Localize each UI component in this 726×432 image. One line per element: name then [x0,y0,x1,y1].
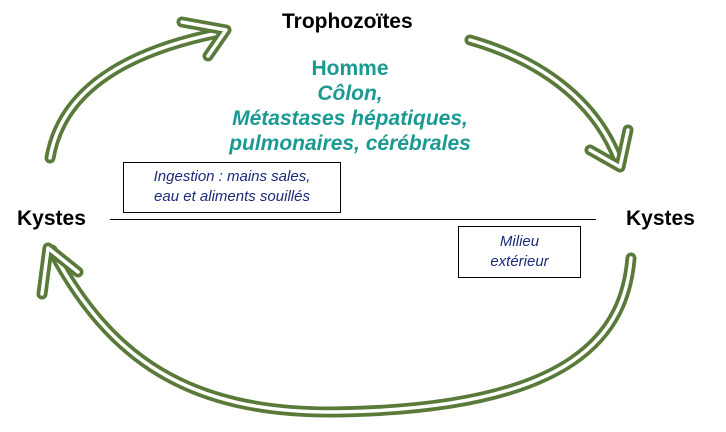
ingestion-box: Ingestion : mains sales, eau et aliments… [123,162,341,213]
arrow-kystes-to-trophozoites [44,16,232,164]
host-site-colon: Côlon, [317,82,383,105]
node-trophozoites: Trophozoïtes [282,10,413,33]
arrow-trophozoites-to-kystes [464,34,634,173]
environment-box: Milieu extérieur [458,226,581,278]
environment-line-1: Milieu [499,233,540,250]
host-environment-divider [110,219,596,220]
host-site-lung-brain: pulmonaires, cérébrales [229,132,471,155]
node-kystes-left: Kystes [17,207,86,230]
arrow-return-kystes [36,242,637,418]
ingestion-line-2: eau et aliments souillés [154,188,310,205]
ingestion-line-1: Ingestion : mains sales, [153,168,311,185]
node-kystes-right: Kystes [626,207,695,230]
host-site-liver: Métastases hépatiques, [232,107,468,130]
host-title: Homme [311,57,389,80]
environment-line-2: extérieur [490,253,549,270]
host-block: Homme Côlon, Métastases hépatiques, pulm… [229,56,471,156]
